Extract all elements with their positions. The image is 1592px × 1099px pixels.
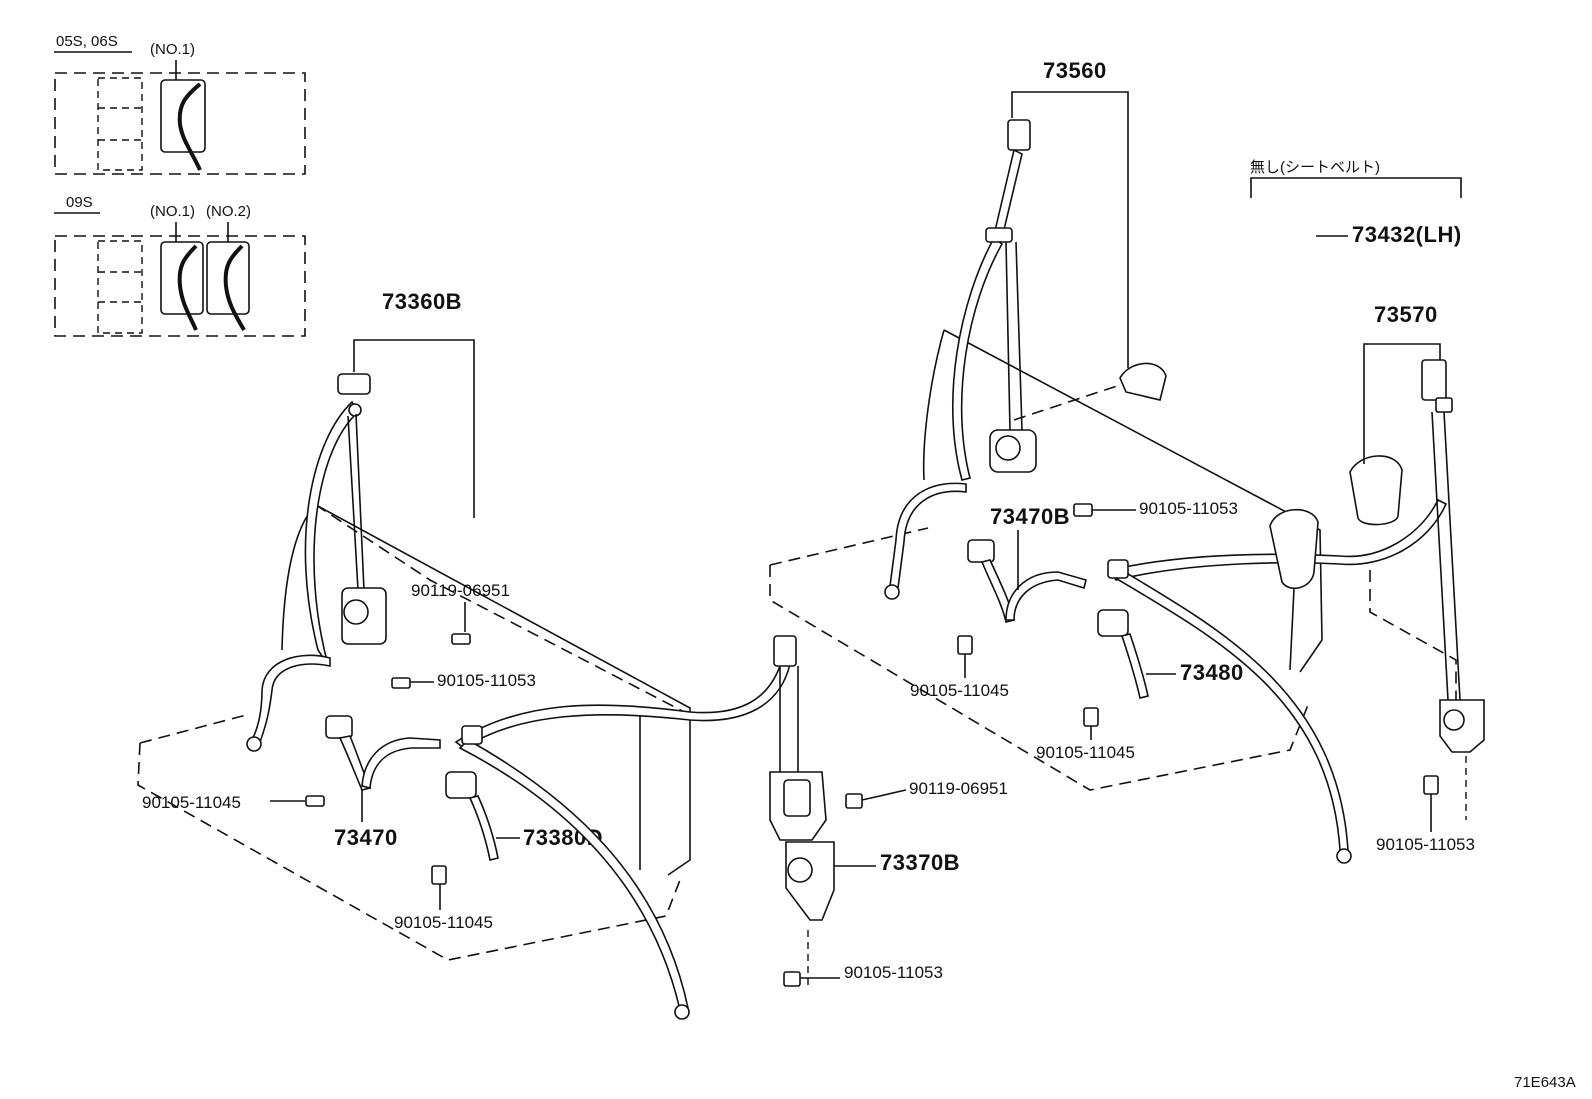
label-73360B: 73360B	[382, 289, 462, 314]
label-90105-11053-far-right: 90105-11053	[1376, 835, 1475, 854]
label-90105-11053-center: 90105-11053	[844, 963, 943, 982]
inset-09s: 09S (NO.1) (NO.2)	[54, 194, 306, 337]
bolt-90105-11045-right1	[957, 635, 973, 655]
label-90119-06951-left: 90119-06951	[411, 581, 510, 600]
inset2-frame	[54, 235, 306, 337]
bolt-90119-06951-center	[845, 793, 863, 809]
label-90105-11045-left: 90105-11045	[142, 793, 241, 812]
inset2-belt-icon-no2	[223, 244, 246, 331]
label-90105-11053-right-top: 90105-11053	[1139, 499, 1238, 518]
label-90105-11053-left: 90105-11053	[437, 671, 536, 690]
bolt-90105-11045-right2	[1083, 707, 1099, 727]
belt-73560	[952, 236, 1004, 481]
retractor-73370B	[785, 841, 835, 921]
inset1-seat-no1	[160, 79, 206, 153]
buckle-73470	[325, 715, 353, 739]
label-73470B: 73470B	[990, 504, 1070, 529]
cover-73432LH	[1269, 508, 1319, 590]
belt-guide-73360B	[337, 373, 371, 395]
bolt-90105-11053-far-right	[1423, 775, 1439, 795]
label-73470: 73470	[334, 825, 398, 850]
label-90105-11045-bottom: 90105-11045	[394, 913, 493, 932]
inset1-frame	[54, 72, 306, 175]
no-seatbelt-note: 無し(シートベルト)	[1250, 159, 1380, 176]
cover-73570	[1349, 455, 1403, 526]
buckle-73380D	[445, 771, 477, 799]
inset2-variant-label: 09S	[66, 194, 93, 211]
right-seat-assembly: 73560 73	[769, 58, 1485, 864]
inset-05s-06s: 05S, 06S (NO.1)	[54, 33, 306, 175]
bolt-90119-06951-left	[451, 633, 471, 645]
inset2-callout-no1: (NO.1)	[150, 203, 195, 220]
inset1-callout-no1: (NO.1)	[150, 41, 195, 58]
label-73480: 73480	[1180, 660, 1244, 685]
buckle-73470B	[967, 539, 995, 563]
label-90105-11045-right2: 90105-11045	[1036, 743, 1135, 762]
label-73560: 73560	[1043, 58, 1107, 83]
bolt-90105-11053-left	[391, 677, 411, 689]
label-73370B: 73370B	[880, 850, 960, 875]
belt-center-lap	[458, 739, 689, 1011]
label-90119-06951-center: 90119-06951	[909, 779, 1008, 798]
cover-73560	[1119, 362, 1167, 401]
label-73432LH: 73432(LH)	[1352, 222, 1462, 247]
inset2-belt-icon-no1	[177, 244, 198, 331]
bolt-90105-11053-center	[783, 971, 801, 987]
label-73570: 73570	[1374, 302, 1438, 327]
diagram-code: 71E643A	[1514, 1074, 1576, 1091]
bolt-90105-11053-right-top	[1073, 503, 1093, 517]
bolt-90105-11045-left	[305, 795, 325, 807]
inset1-belt-icon	[177, 82, 202, 171]
label-90105-11045-right1: 90105-11045	[910, 681, 1009, 700]
inset1-variant-label: 05S, 06S	[56, 33, 118, 50]
buckle-73480	[1097, 609, 1129, 637]
bolt-90105-11045-bottom	[431, 865, 447, 885]
inset2-callout-no2: (NO.2)	[206, 203, 251, 220]
center-belt-assembly: 90119-06951 73370B 90105-11053	[454, 635, 1008, 1020]
